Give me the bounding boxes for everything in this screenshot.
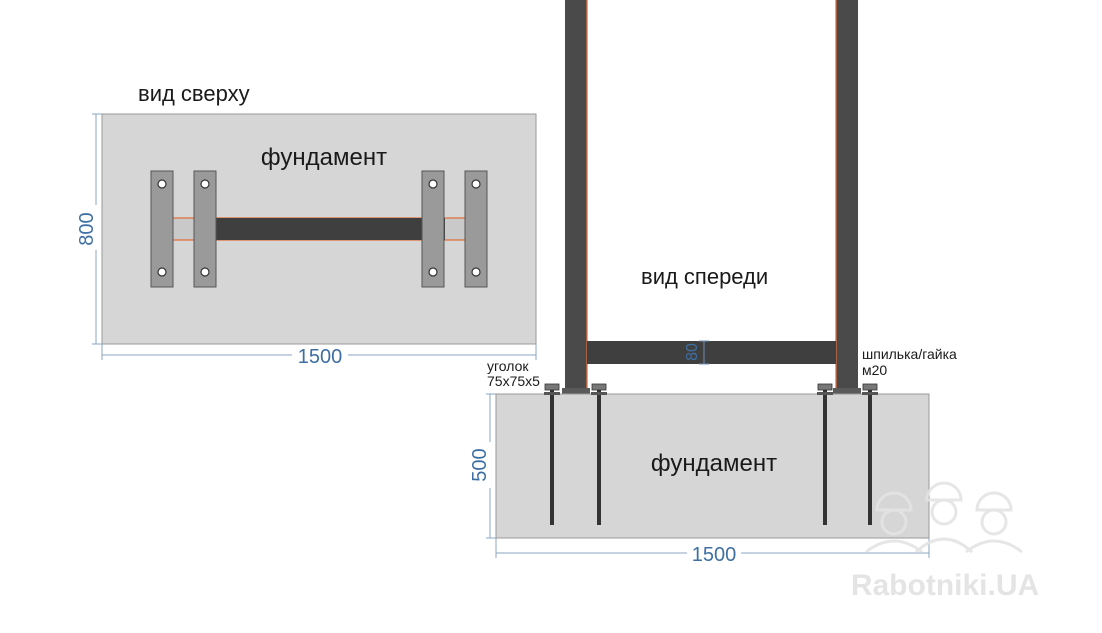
- bolt-icon: [428, 267, 438, 277]
- bolt-icon: [428, 179, 438, 189]
- front-view-beam: [587, 341, 836, 364]
- top-view-foundation-label: фундамент: [261, 144, 387, 171]
- front-view-height-dimension: [486, 393, 496, 539]
- bolt-icon: [157, 267, 167, 277]
- angle-right: [833, 388, 861, 394]
- top-view-plate-3: [421, 170, 445, 288]
- front-view-beam-value: 80: [684, 343, 701, 361]
- watermark-text: Rabotniki.UA: [851, 569, 1039, 602]
- stud-label-line1: шпилька/гайка: [862, 346, 957, 362]
- top-view-title: вид сверху: [138, 81, 250, 106]
- top-view-height-dimension: [92, 113, 102, 345]
- front-view-foundation-label: фундамент: [651, 450, 777, 477]
- front-view: вид спереди 80 фундамент: [469, 0, 957, 566]
- front-view-height-value: 500: [469, 448, 491, 481]
- top-view-width-value: 1500: [298, 346, 343, 368]
- stud-label-line2: м20: [862, 362, 887, 378]
- front-view-title: вид спереди: [641, 264, 768, 289]
- front-view-width-value: 1500: [692, 544, 737, 566]
- angle-left: [562, 388, 590, 394]
- front-view-beam-dimension: [699, 340, 709, 365]
- anchor-stud-1: [544, 383, 560, 525]
- bolt-icon: [157, 179, 167, 189]
- anchor-stud-3: [817, 383, 833, 525]
- anchor-stud-2: [591, 383, 607, 525]
- three-workers-helmet-icon: [865, 481, 1023, 554]
- watermark: Rabotniki.UA: [851, 481, 1039, 602]
- bolt-icon: [200, 267, 210, 277]
- top-view-beam: [195, 218, 445, 240]
- front-view-post-right: [836, 0, 858, 396]
- bolt-icon: [471, 179, 481, 189]
- bolt-icon: [200, 179, 210, 189]
- top-view: вид сверху фундамент: [76, 81, 537, 368]
- front-view-post-left: [565, 0, 587, 396]
- top-view-width-dimension: [101, 344, 537, 360]
- angle-label-line1: уголок: [487, 358, 529, 374]
- anchor-stud-4: [862, 383, 878, 525]
- top-view-plate-1: [150, 170, 174, 288]
- bolt-icon: [471, 267, 481, 277]
- top-view-height-value: 800: [76, 212, 98, 245]
- angle-label-line2: 75х75х5: [487, 373, 540, 389]
- top-view-plate-4: [464, 170, 488, 288]
- front-view-foundation: [495, 393, 930, 539]
- top-view-plate-2: [193, 170, 217, 288]
